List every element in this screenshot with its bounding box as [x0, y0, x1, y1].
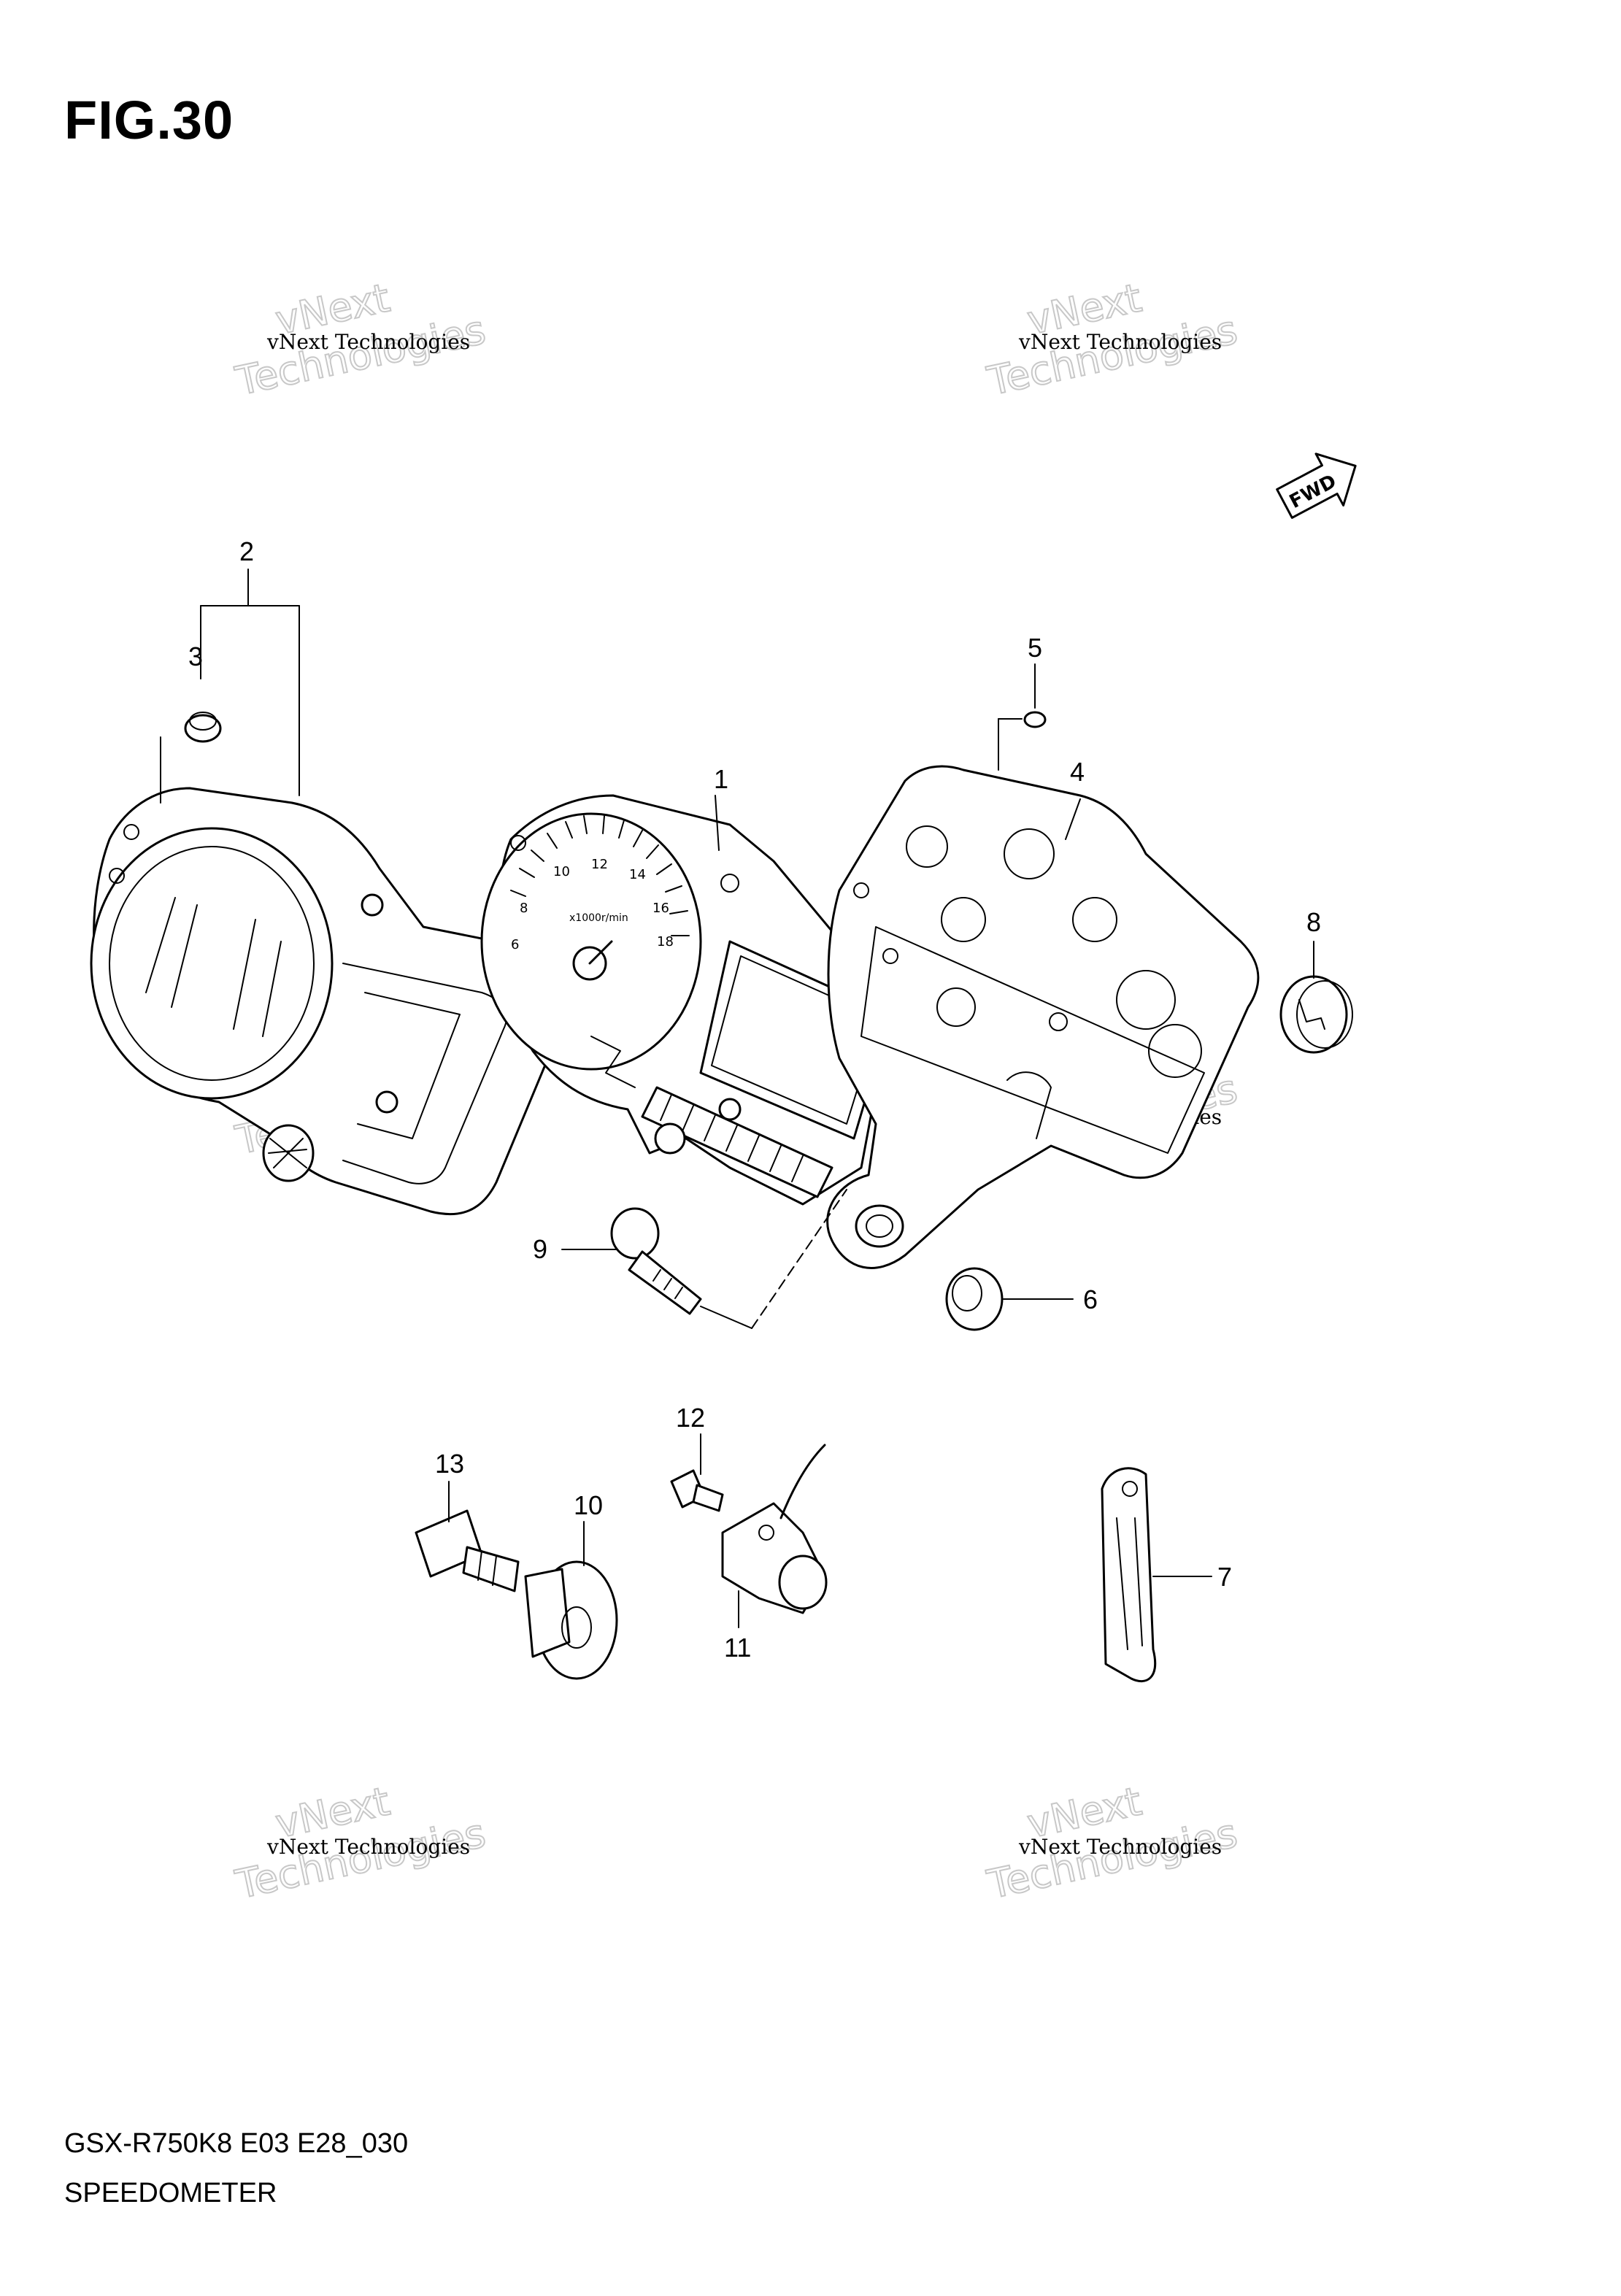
- part-8-cap: [1279, 975, 1353, 1054]
- part-4-meter-case-back: [826, 765, 1260, 1269]
- gauge-tick-label: 18: [657, 934, 674, 949]
- callout-8: 8: [1306, 907, 1321, 937]
- callout-10: 10: [574, 1490, 603, 1520]
- watermark-text: vNext Technologies: [266, 1835, 470, 1859]
- figure-title: FIG.30: [64, 90, 234, 150]
- callout-6: 6: [1083, 1284, 1098, 1314]
- callout-5: 5: [1028, 633, 1042, 663]
- gauge-tick-label: 12: [591, 857, 608, 872]
- part-6-grommet: [945, 1267, 1004, 1331]
- part-12-bolt: [670, 1469, 724, 1512]
- callout-leaders: [448, 795, 1314, 1628]
- part-1-meter-assembly: 10 12 14 16 18 6 8 x1000r/min: [480, 794, 899, 1206]
- callout-9: 9: [533, 1234, 547, 1264]
- model-code: GSX-R750K8 E03 E28_030: [64, 2128, 409, 2159]
- watermark-text: vNext Technologies: [1018, 330, 1222, 354]
- watermark-bottom-left: vNext Technologies: [231, 1777, 490, 1908]
- callout-13: 13: [435, 1449, 464, 1479]
- callout-5-leader: [998, 663, 1036, 771]
- callout-2: 2: [239, 536, 254, 566]
- callout-9-leader: [561, 1189, 847, 1329]
- callout-12: 12: [676, 1403, 705, 1433]
- callout-11: 11: [724, 1633, 751, 1663]
- gauge-tick-label: 8: [520, 901, 528, 916]
- fwd-arrow-icon: FWD: [1276, 452, 1357, 519]
- watermark-text: vNext Technologies: [1018, 1835, 1222, 1859]
- part-3-grommet: [184, 712, 222, 743]
- part-5-nut: [1023, 711, 1047, 728]
- callout-1: 1: [714, 764, 728, 794]
- callout-2-leader: [160, 569, 300, 804]
- part-11-speed-sensor: [721, 1444, 828, 1614]
- gauge-unit-label: x1000r/min: [569, 912, 628, 924]
- part-2-meter-case-front: [90, 787, 573, 1216]
- section-name: SPEEDOMETER: [64, 2178, 277, 2208]
- part-9-screw: [610, 1207, 702, 1315]
- gauge-tick-label: 6: [511, 937, 519, 952]
- gauge-tick-label: 10: [553, 864, 570, 879]
- watermark-text: vNext Technologies: [266, 330, 470, 354]
- part-7-clamp: [1101, 1467, 1157, 1683]
- callout-3: 3: [188, 642, 203, 671]
- gauge-tick-label: 16: [652, 901, 669, 916]
- part-13-bolt: [415, 1509, 520, 1592]
- part-10-bushing: [524, 1560, 618, 1680]
- watermark-bottom-right: vNext Technologies: [982, 1777, 1241, 1908]
- callout-7: 7: [1217, 1562, 1232, 1592]
- gauge-tick-label: 14: [629, 867, 646, 882]
- callout-4: 4: [1070, 757, 1085, 787]
